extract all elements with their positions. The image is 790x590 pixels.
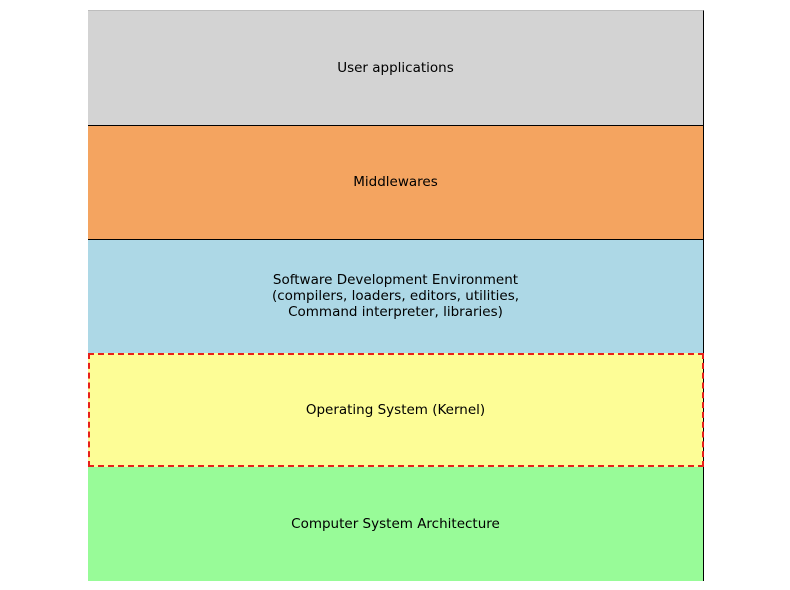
layer-divider (88, 238, 704, 240)
layer-label: Computer System Architecture (291, 516, 500, 532)
layer-stack-diagram: User applications Middlewares Software D… (88, 10, 704, 581)
layer-label: Operating System (Kernel) (305, 402, 486, 418)
layer-label: Middlewares (353, 174, 438, 190)
layer-software-development-environment: Software Development Environment (compil… (88, 239, 703, 353)
layer-user-applications: User applications (88, 11, 703, 125)
layer-computer-system-architecture: Computer System Architecture (88, 467, 703, 581)
layer-divider (88, 124, 704, 126)
layer-label: Software Development Environment (compil… (271, 272, 520, 320)
layer-operating-system-kernel: Operating System (Kernel) (88, 353, 703, 467)
layer-label: User applications (337, 60, 454, 76)
layer-middlewares: Middlewares (88, 125, 703, 239)
